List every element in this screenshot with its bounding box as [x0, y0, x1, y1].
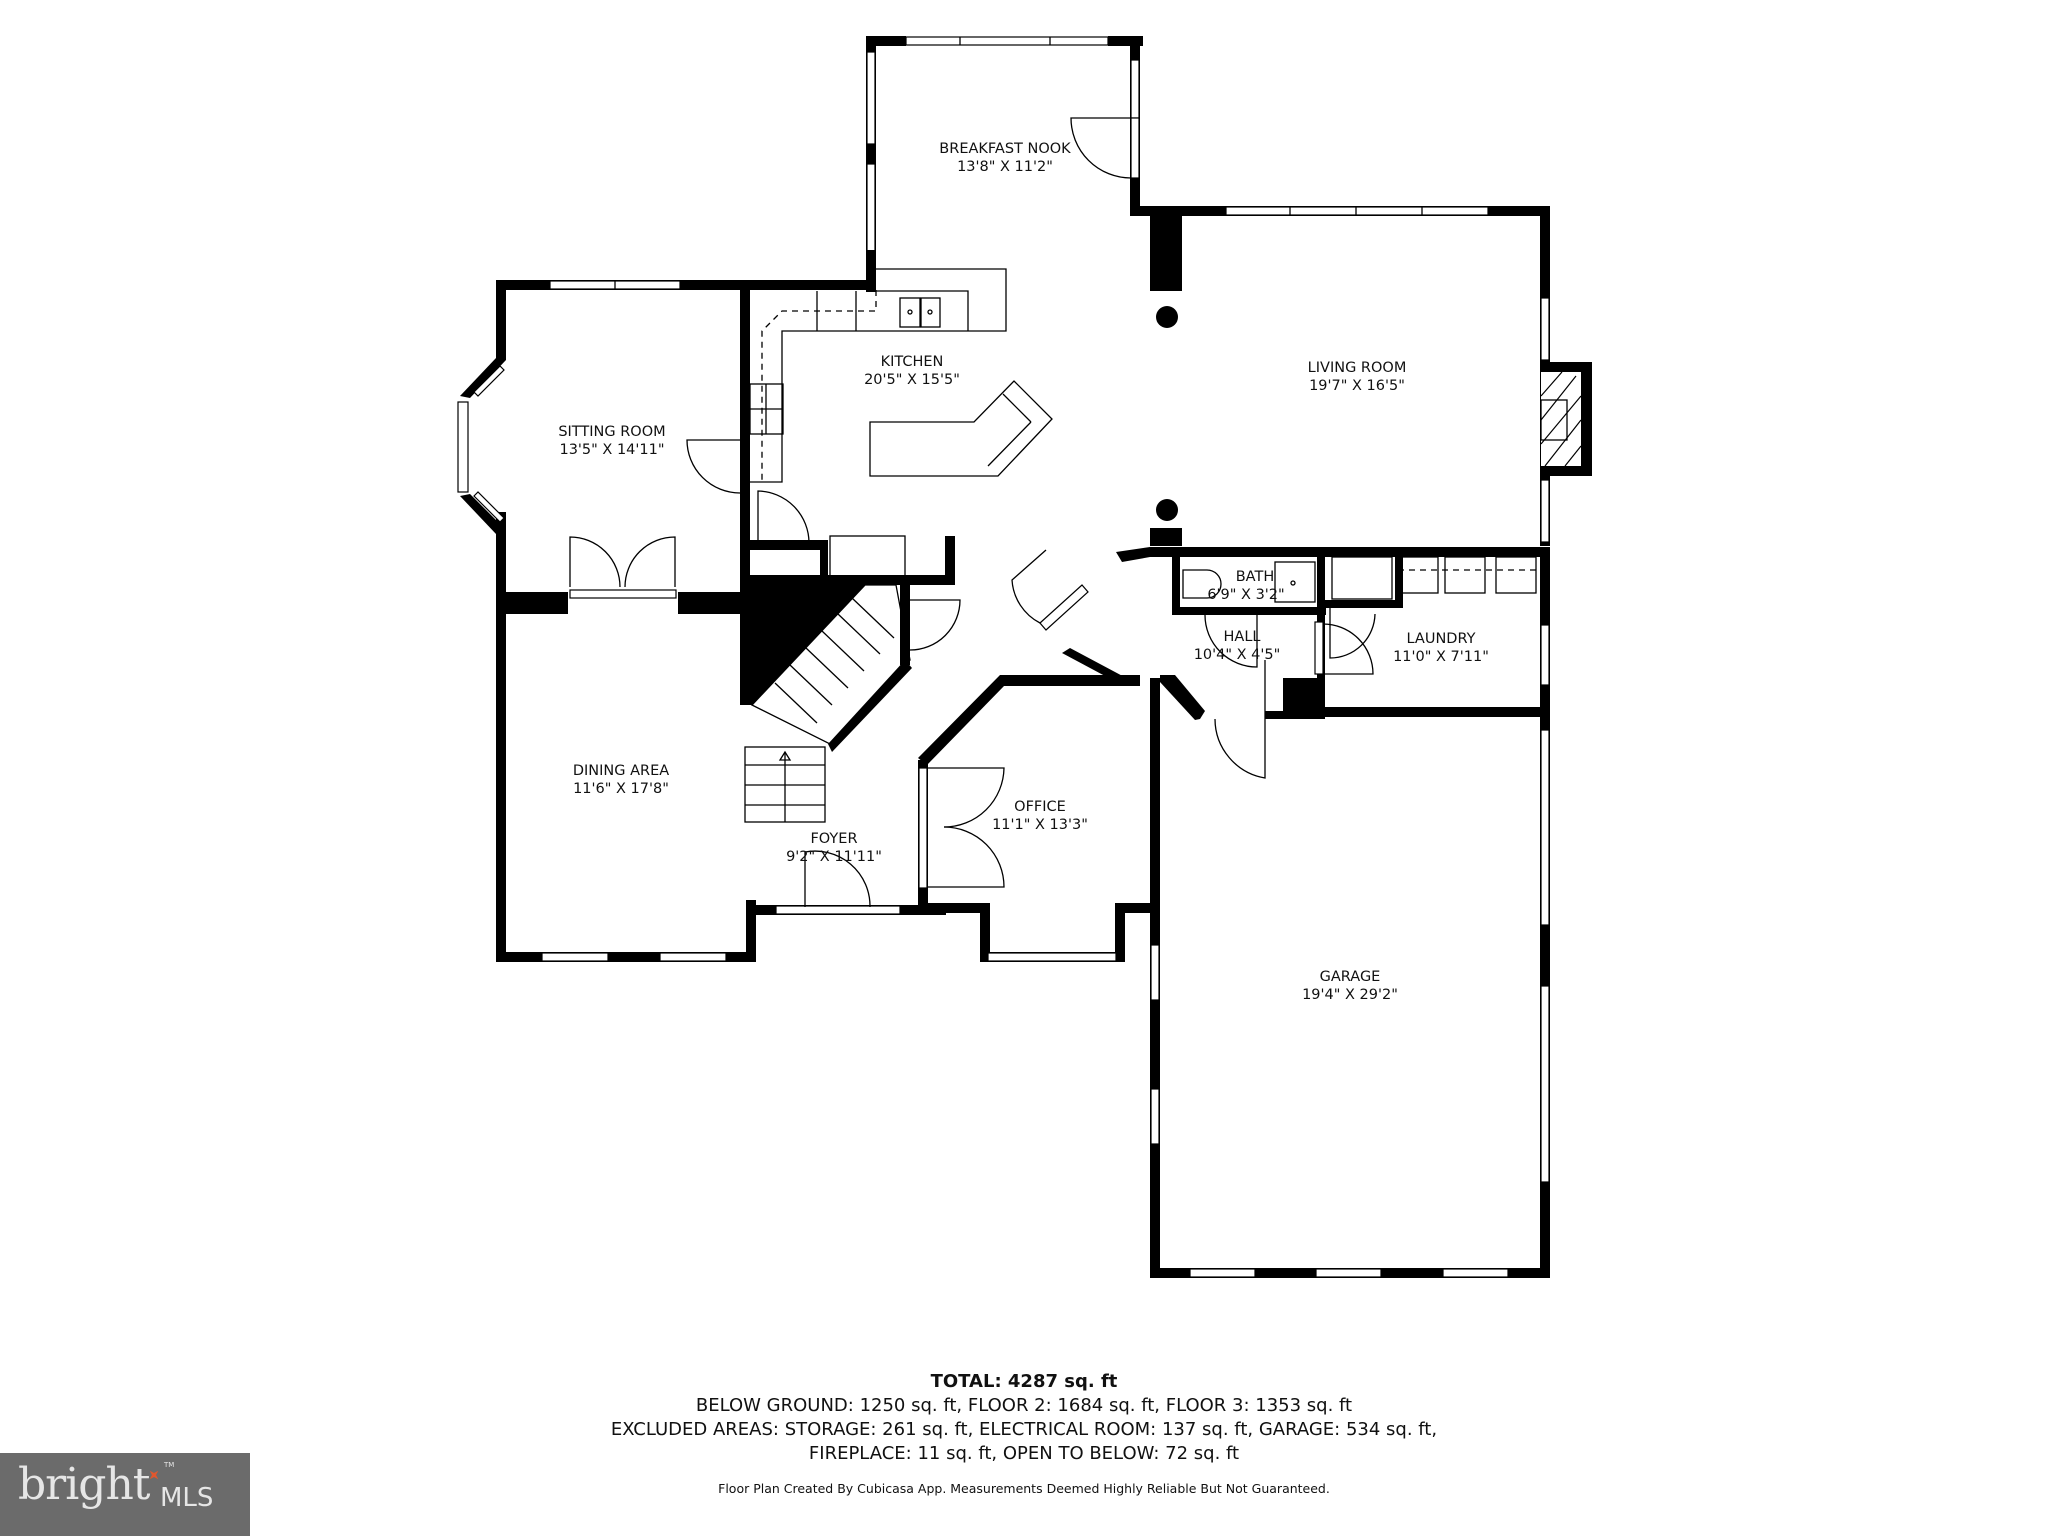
svg-text:FOYER: FOYER	[810, 831, 857, 847]
svg-text:BREAKFAST NOOK: BREAKFAST NOOK	[939, 141, 1071, 157]
room-label-kitchen: KITCHEN 20'5" X 15'5"	[864, 354, 960, 388]
excluded-areas-line-2: FIREPLACE: 11 sq. ft, OPEN TO BELOW: 72 …	[808, 1443, 1240, 1464]
svg-text:11'1" X 13'3": 11'1" X 13'3"	[992, 817, 1088, 833]
breakfast-nook-walls	[866, 36, 1550, 292]
logo-brand-text: bright	[18, 1459, 150, 1510]
total-area: TOTAL: 4287 sq. ft	[930, 1371, 1118, 1392]
fireplace-hatch	[1540, 371, 1582, 467]
svg-text:LAUNDRY: LAUNDRY	[1407, 631, 1476, 647]
svg-text:13'8" X 11'2": 13'8" X 11'2"	[957, 159, 1053, 175]
room-label-laundry: LAUNDRY 11'0" X 7'11"	[1393, 631, 1489, 665]
office-walls	[918, 549, 1160, 1278]
disclaimer-text: Floor Plan Created By Cubicasa App. Meas…	[718, 1481, 1330, 1496]
bright-mls-logo: bright TM MLS	[0, 1453, 250, 1536]
logo-mls-text: MLS	[160, 1483, 214, 1513]
room-label-breakfast-nook: BREAKFAST NOOK 13'8" X 11'2"	[939, 141, 1071, 175]
kitchen-fixtures	[496, 250, 1053, 590]
svg-text:6'9" X 3'2": 6'9" X 3'2"	[1207, 587, 1284, 603]
room-label-garage: GARAGE 19'4" X 29'2"	[1302, 969, 1398, 1003]
living-room-walls	[1150, 206, 1592, 546]
dining-area-walls	[496, 602, 946, 962]
stair-treads	[774, 597, 895, 724]
room-label-living-room: LIVING ROOM 19'7" X 16'5"	[1308, 360, 1407, 394]
room-label-sitting-room: SITTING ROOM 13'5" X 14'11"	[558, 424, 665, 458]
room-label-office: OFFICE 11'1" X 13'3"	[992, 799, 1088, 833]
svg-text:OFFICE: OFFICE	[1014, 799, 1066, 815]
svg-text:BATH: BATH	[1236, 569, 1275, 585]
excluded-areas-line: EXCLUDED AREAS: STORAGE: 261 sq. ft, ELE…	[610, 1419, 1438, 1440]
svg-text:10'4" X 4'5": 10'4" X 4'5"	[1194, 647, 1281, 663]
svg-text:DINING AREA: DINING AREA	[573, 763, 669, 779]
svg-text:LIVING ROOM: LIVING ROOM	[1308, 360, 1407, 376]
svg-text:HALL: HALL	[1224, 629, 1261, 645]
sitting-room-walls	[457, 280, 741, 614]
svg-text:20'5" X 15'5": 20'5" X 15'5"	[864, 372, 960, 388]
svg-text:19'7" X 16'5": 19'7" X 16'5"	[1309, 378, 1405, 394]
svg-text:KITCHEN: KITCHEN	[881, 354, 944, 370]
room-label-foyer: FOYER 9'2" X 11'11"	[786, 831, 882, 865]
svg-text:9'2" X 11'11": 9'2" X 11'11"	[786, 849, 882, 865]
svg-text:GARAGE: GARAGE	[1320, 969, 1381, 985]
svg-text:13'5" X 14'11": 13'5" X 14'11"	[559, 442, 664, 458]
stairs	[740, 584, 961, 823]
room-label-hall: HALL 10'4" X 4'5"	[1194, 629, 1281, 663]
svg-text:11'6" X 17'8": 11'6" X 17'8"	[573, 781, 669, 797]
bath-hall-laundry-walls	[1116, 547, 1550, 779]
room-label-bath: BATH 6'9" X 3'2"	[1207, 569, 1284, 603]
svg-text:11'0" X 7'11": 11'0" X 7'11"	[1393, 649, 1489, 665]
svg-text:SITTING ROOM: SITTING ROOM	[558, 424, 665, 440]
garage-walls	[1150, 717, 1550, 1278]
floor-areas-line: BELOW GROUND: 1250 sq. ft, FLOOR 2: 1684…	[695, 1395, 1353, 1416]
svg-text:19'4" X 29'2": 19'4" X 29'2"	[1302, 987, 1398, 1003]
room-label-dining-area: DINING AREA 11'6" X 17'8"	[573, 763, 669, 797]
logo-trademark: TM	[164, 1461, 175, 1469]
